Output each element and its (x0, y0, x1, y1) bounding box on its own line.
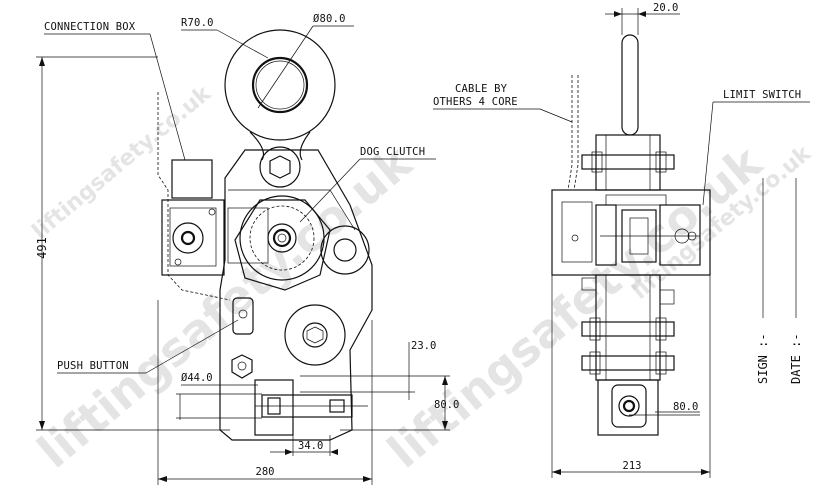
top-hook-bar (621, 34, 639, 136)
lifting-ring-inner (251, 56, 309, 114)
bottom-shackle (254, 379, 294, 436)
watermark-large-right: liftingsafety.co.uk (377, 134, 772, 478)
side-view (551, 34, 711, 436)
watermark: liftingsafety.co.uk liftingsafety.co.uk … (27, 80, 817, 478)
push-button (232, 297, 254, 335)
front-view-labels: CONNECTION BOX R70.0 Ø80.0 DOG CLUTCH PU… (44, 13, 436, 374)
lifting-ring-outer (224, 29, 336, 141)
motor-housing (161, 199, 225, 276)
front-view-dimensions: 491 280 23.0 Ø44.0 80.0 34.0 (35, 56, 459, 485)
side-view-labels: CABLE BY OTHERS 4 CORE LIMIT SWITCH (433, 83, 810, 206)
limit-switch-body (659, 204, 701, 266)
side-bottom-shackle (597, 379, 659, 436)
label-cable-line1: CABLE BY (455, 83, 508, 95)
dim-diameter-44: Ø44.0 (181, 372, 213, 384)
right-pulley (320, 225, 370, 275)
label-cable-line2: OTHERS 4 CORE (433, 96, 518, 108)
label-date: DATE :- (789, 333, 803, 384)
dim-top-20: 20.0 (653, 2, 678, 14)
label-ring-diameter: Ø80.0 (313, 13, 346, 25)
upper-pin (259, 146, 301, 188)
dim-height-491: 491 (35, 237, 49, 259)
label-connection-box: CONNECTION BOX (44, 21, 136, 33)
dim-width-213: 213 (623, 460, 642, 472)
label-sign: SIGN :- (756, 333, 770, 384)
watermark-small-left: liftingsafety.co.uk (28, 80, 217, 244)
lower-pulley (284, 304, 346, 366)
dim-80-left: 80.0 (434, 399, 459, 411)
main-plate (219, 149, 373, 441)
front-view (157, 29, 373, 441)
label-limit-switch: LIMIT SWITCH (723, 89, 801, 101)
signature-area: SIGN :- DATE :- (756, 178, 803, 384)
side-view-dimensions: 20.0 213 80.0 (551, 2, 711, 478)
connection-box (171, 159, 213, 199)
label-push-button: PUSH BUTTON (57, 360, 129, 372)
dim-80-right: 80.0 (673, 401, 698, 413)
lower-nut (231, 354, 253, 379)
dim-34: 34.0 (298, 440, 323, 452)
dim-23: 23.0 (411, 340, 436, 352)
label-radius: R70.0 (181, 17, 214, 29)
dim-width-280: 280 (256, 466, 275, 478)
upper-side-plates (595, 134, 661, 191)
label-dog-clutch: DOG CLUTCH (360, 146, 425, 158)
